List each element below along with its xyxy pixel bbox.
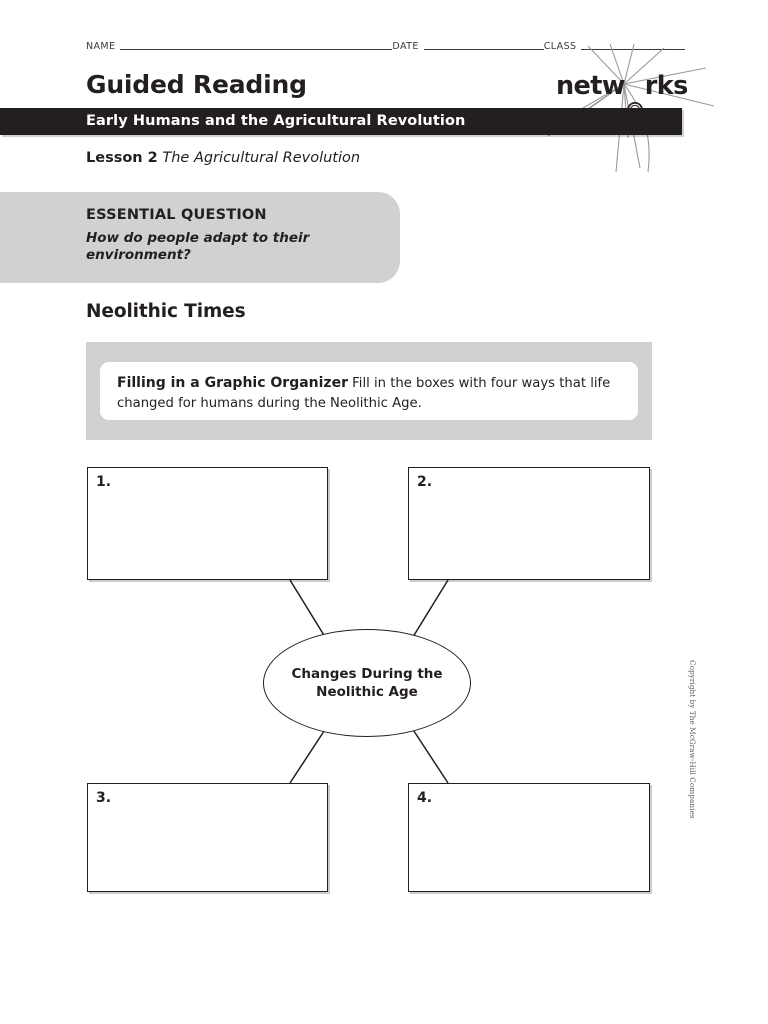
chapter-title: Early Humans and the Agricultural Revolu… bbox=[86, 113, 466, 129]
directions-body: Fill in the boxes with four ways that li… bbox=[117, 376, 611, 411]
organizer-box-3[interactable]: 3. bbox=[87, 783, 328, 892]
essential-question-panel: ESSENTIAL QUESTION How do people adapt t… bbox=[0, 192, 400, 283]
organizer-box-4[interactable]: 4. bbox=[408, 783, 650, 892]
essential-question-heading: ESSENTIAL QUESTION bbox=[86, 207, 267, 223]
name-write-line[interactable] bbox=[120, 48, 393, 50]
box-number-4: 4. bbox=[417, 790, 433, 806]
date-label: DATE bbox=[392, 41, 419, 52]
organizer-center-label: Changes During the Neolithic Age bbox=[291, 666, 443, 700]
class-field[interactable]: CLASS bbox=[544, 36, 686, 52]
lesson-line: Lesson 2 The Agricultural Revolution bbox=[86, 150, 360, 166]
chapter-bar: Early Humans and the Agricultural Revolu… bbox=[0, 108, 682, 135]
name-field[interactable]: NAME bbox=[86, 36, 393, 52]
directions-card: Filling in a Graphic Organizer Fill in t… bbox=[100, 362, 638, 420]
organizer-box-1[interactable]: 1. bbox=[87, 467, 328, 580]
directions-label: Filling in a Graphic Organizer bbox=[117, 375, 348, 391]
name-label: NAME bbox=[86, 41, 116, 52]
box-number-2: 2. bbox=[417, 474, 433, 490]
essential-question-text: How do people adapt to their environment… bbox=[86, 230, 310, 263]
organizer-center-oval: Changes During the Neolithic Age bbox=[263, 629, 471, 737]
directions-container: Filling in a Graphic Organizer Fill in t… bbox=[86, 342, 652, 440]
box-number-3: 3. bbox=[96, 790, 112, 806]
class-label: CLASS bbox=[543, 41, 577, 52]
section-heading: Neolithic Times bbox=[86, 301, 246, 322]
logo-text-after: rks bbox=[644, 71, 689, 101]
lesson-number: Lesson 2 bbox=[86, 150, 158, 166]
class-write-line[interactable] bbox=[581, 48, 686, 50]
date-field[interactable]: DATE bbox=[392, 36, 544, 52]
student-info-line: NAME DATE CLASS bbox=[86, 36, 686, 52]
lesson-title: The Agricultural Revolution bbox=[162, 150, 361, 166]
copyright-notice: Copyright by The McGraw-Hill Companies bbox=[688, 660, 697, 819]
box-number-1: 1. bbox=[96, 474, 112, 490]
directions-text: Filling in a Graphic Organizer Fill in t… bbox=[117, 373, 621, 414]
organizer-box-2[interactable]: 2. bbox=[408, 467, 650, 580]
logo-text-before: netw bbox=[556, 71, 625, 101]
date-write-line[interactable] bbox=[423, 48, 544, 50]
page-title: Guided Reading bbox=[86, 70, 307, 99]
